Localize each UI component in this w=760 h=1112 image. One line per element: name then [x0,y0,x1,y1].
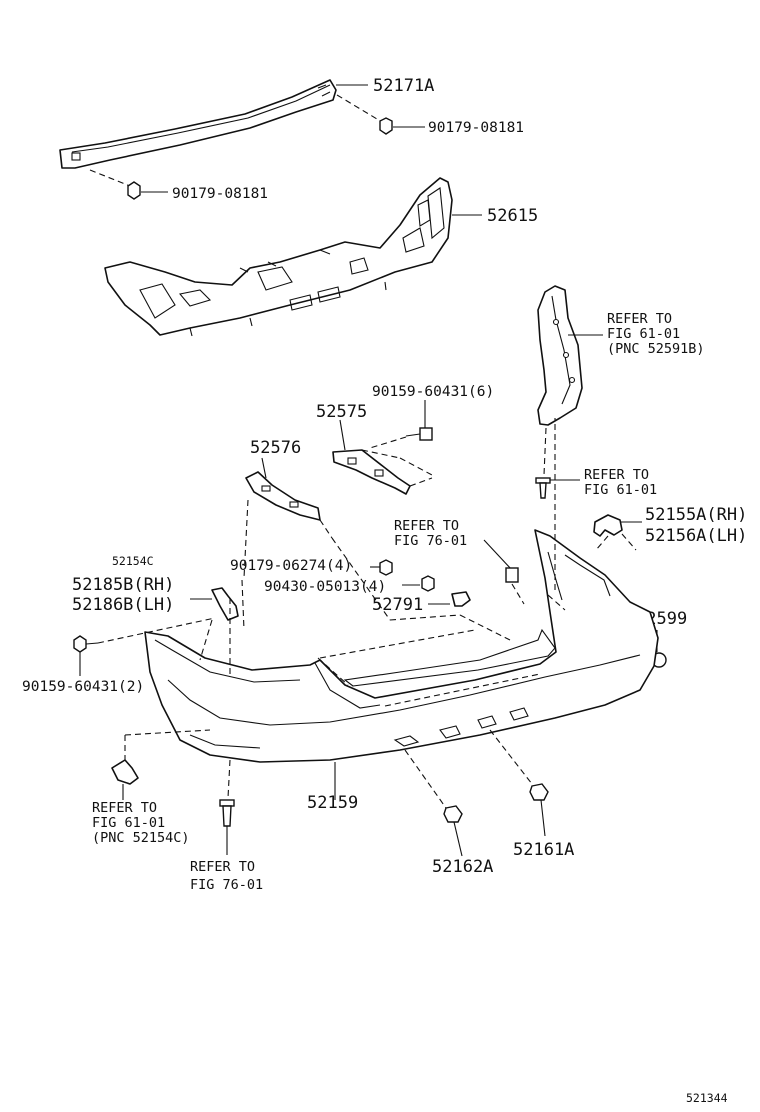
label-52171a: 52171A [373,76,434,96]
part-52159-bumper-cover [144,529,659,763]
label-ref-fig76-bottom: REFER TO FIG 76-01 [190,859,263,893]
clip-52162a-icon [443,805,463,823]
label-52154c: 52154C [112,554,154,568]
label-52161a: 52161A [513,840,574,860]
clip-05013-icon [421,575,435,592]
screw-ref-fig76-bottom-icon [219,799,235,827]
screw-6-icon [405,427,433,441]
part-52615-absorber [104,177,453,337]
part-52575-bracket [332,449,411,495]
part-52791-clip [451,591,471,607]
part-ref-52154c-bracket [111,759,139,785]
label-52185b: 52185B(RH) [72,575,174,595]
label-ref-pnc-52591b: REFER TO FIG 61-01 (PNC 52591B) [607,311,705,357]
label-52162a: 52162A [432,857,493,877]
label-ref-pnc-52154c: REFER TO FIG 61-01 (PNC 52154C) [92,800,190,846]
label-52791: 52791 [372,595,423,615]
part-ref-52591b-bracket [537,285,583,426]
label-nut-lower: 90179-08181 [172,186,268,202]
clip-ref-fig76-center-icon [505,567,519,583]
label-52615: 52615 [487,206,538,226]
screw-2-icon [73,635,99,653]
label-clip-05013: 90430-05013(4) [264,579,386,595]
nut-lower-icon [127,181,141,200]
label-52576: 52576 [250,438,301,458]
label-52159: 52159 [307,793,358,813]
part-52576-retainer [245,471,321,521]
nut-06274-icon [379,559,393,576]
label-ref-fig61-right: REFER TO FIG 61-01 [584,467,657,498]
label-screw-2: 90159-60431(2) [22,679,144,695]
label-screw-6: 90159-60431(6) [372,384,494,400]
clip-52161a-icon [529,783,549,801]
nut-upper-icon [379,117,393,135]
label-ref-fig76-center: REFER TO FIG 76-01 [394,518,467,549]
label-nut-06274: 90179-06274(4) [230,558,352,574]
label-52575: 52575 [316,402,367,422]
label-52186b: 52186B(LH) [72,595,174,615]
part-52185b-clip [211,587,239,621]
diagram-id: 521344 [686,1091,728,1105]
part-52155a-bracket [593,514,623,537]
label-52156a: 52156A(LH) [645,526,747,546]
part-52171a-reinforcement [59,79,337,169]
screw-ref-fig61-icon [535,477,551,499]
label-nut-upper: 90179-08181 [428,120,524,136]
label-52155a: 52155A(RH) [645,505,747,525]
